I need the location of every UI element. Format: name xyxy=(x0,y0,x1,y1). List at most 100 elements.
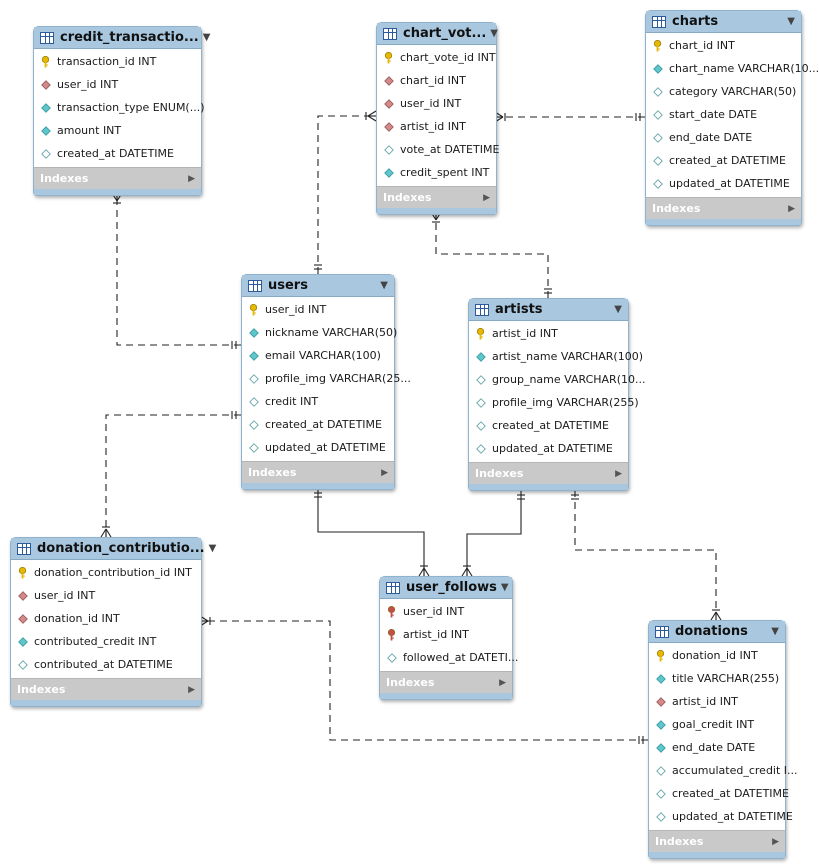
column-row[interactable]: end_date DATE xyxy=(646,126,801,149)
expand-arrow-icon[interactable]: ▶ xyxy=(381,467,388,478)
column-row[interactable]: artist_id INT xyxy=(649,690,785,713)
column-row[interactable]: created_at DATETIME xyxy=(649,782,789,805)
column-row[interactable]: user_id INT xyxy=(242,298,394,321)
expand-arrow-icon[interactable]: ▶ xyxy=(615,468,622,479)
foreign-key-icon xyxy=(17,590,28,601)
column-row[interactable]: created_at DATETIME xyxy=(242,413,394,436)
column-row[interactable]: chart_id INT xyxy=(646,34,801,57)
chevron-down-icon[interactable]: ▼ xyxy=(771,626,779,637)
column-row[interactable]: donation_id INT xyxy=(11,607,201,630)
column-row[interactable]: profile_img VARCHAR(25... xyxy=(242,367,411,390)
column-row[interactable]: email VARCHAR(100) xyxy=(242,344,394,367)
indexes-section[interactable]: Indexes▶ xyxy=(34,167,201,189)
column-row[interactable]: goal_credit INT xyxy=(649,713,785,736)
column-row[interactable]: followed_at DATETI... xyxy=(380,646,518,669)
table-donation-contributions[interactable]: donation_contributio...▼donation_contrib… xyxy=(10,537,216,707)
table-header[interactable]: chart_vot...▼ xyxy=(377,23,498,45)
column-row[interactable]: updated_at DATETIME xyxy=(242,436,394,459)
chevron-down-icon[interactable]: ▼ xyxy=(787,16,795,27)
indexes-section[interactable]: Indexes▶ xyxy=(377,186,496,208)
column-row[interactable]: category VARCHAR(50) xyxy=(646,80,801,103)
column-row[interactable]: user_id INT xyxy=(380,600,512,623)
expand-arrow-icon[interactable]: ▶ xyxy=(188,684,195,695)
expand-arrow-icon[interactable]: ▶ xyxy=(772,836,779,847)
column-row[interactable]: accumulated_credit I... xyxy=(649,759,798,782)
column-label: user_id INT xyxy=(403,605,465,618)
expand-arrow-icon[interactable]: ▶ xyxy=(188,173,195,184)
column-label: contributed_credit INT xyxy=(34,635,157,648)
column-row[interactable]: end_date DATE xyxy=(649,736,785,759)
column-row[interactable]: artist_id INT xyxy=(380,623,512,646)
not-null-column-icon xyxy=(652,63,663,74)
table-title: users xyxy=(268,278,308,293)
column-row[interactable]: created_at DATETIME xyxy=(469,414,628,437)
column-row[interactable]: nickname VARCHAR(50) xyxy=(242,321,397,344)
column-row[interactable]: contributed_at DATETIME xyxy=(11,653,201,676)
column-row[interactable]: user_id INT xyxy=(11,584,201,607)
expand-arrow-icon[interactable]: ▶ xyxy=(788,203,795,214)
table-header[interactable]: donation_contributio...▼ xyxy=(11,538,216,560)
column-row[interactable]: chart_vote_id INT xyxy=(377,46,496,69)
column-label: artist_id INT xyxy=(672,695,738,708)
column-row[interactable]: artist_id INT xyxy=(469,322,628,345)
column-row[interactable]: updated_at DATETIME xyxy=(469,437,628,460)
indexes-section[interactable]: Indexes ▶ xyxy=(649,830,785,852)
column-label: created_at DATETIME xyxy=(57,147,174,160)
primary-foreign-key-icon xyxy=(386,605,397,617)
indexes-section[interactable]: Indexes▶ xyxy=(242,461,394,483)
column-row[interactable]: credit INT xyxy=(242,390,394,413)
table-header[interactable]: charts▼ xyxy=(646,11,801,33)
chevron-down-icon[interactable]: ▼ xyxy=(208,543,217,554)
column-row[interactable]: amount INT xyxy=(34,119,201,142)
chevron-down-icon[interactable]: ▼ xyxy=(380,280,388,291)
column-row[interactable]: updated_at DATETIME xyxy=(649,805,793,828)
column-row[interactable]: transaction_id INT xyxy=(34,50,201,73)
indexes-label: Indexes xyxy=(655,835,704,848)
expand-arrow-icon[interactable]: ▶ xyxy=(499,677,506,688)
column-row[interactable]: start_date DATE xyxy=(646,103,801,126)
indexes-section[interactable]: Indexes▶ xyxy=(469,462,628,484)
indexes-section[interactable]: Indexes▶ xyxy=(11,678,201,700)
column-row[interactable]: artist_name VARCHAR(100) xyxy=(469,345,643,368)
table-header[interactable]: users ▼ xyxy=(242,275,394,297)
column-label: updated_at DATETIME xyxy=(669,177,790,190)
relationship-line-users-credit-transactions xyxy=(116,193,241,346)
column-row[interactable]: vote_at DATETIME xyxy=(377,138,499,161)
column-row[interactable]: chart_id INT xyxy=(377,69,496,92)
chevron-down-icon[interactable]: ▼ xyxy=(500,582,509,593)
table-header[interactable]: user_follows▼ xyxy=(380,577,512,599)
not-null-column-icon xyxy=(655,719,666,730)
table-header[interactable]: credit_transactio...▼ xyxy=(34,27,210,49)
column-row[interactable]: user_id INT xyxy=(377,92,496,115)
expand-arrow-icon[interactable]: ▶ xyxy=(483,192,490,203)
chevron-down-icon[interactable]: ▼ xyxy=(490,28,498,39)
column-row[interactable]: profile_img VARCHAR(255) xyxy=(469,391,639,414)
column-row[interactable]: donation_id INT xyxy=(649,644,785,667)
column-row[interactable]: title VARCHAR(255) xyxy=(649,667,785,690)
column-row[interactable]: transaction_type ENUM(...) xyxy=(34,96,205,119)
column-row[interactable]: created_at DATETIME xyxy=(646,149,801,172)
column-row[interactable]: chart_name VARCHAR(10... xyxy=(646,57,819,80)
column-row[interactable]: created_at DATETIME xyxy=(34,142,201,165)
column-row[interactable]: contributed_credit INT xyxy=(11,630,201,653)
column-row[interactable]: user_id INT xyxy=(34,73,201,96)
chevron-down-icon[interactable]: ▼ xyxy=(202,32,211,43)
column-row[interactable]: donation_contribution_id INT xyxy=(11,561,201,584)
table-header[interactable]: artists▼ xyxy=(469,299,628,321)
indexes-section[interactable]: Indexes▶ xyxy=(380,671,512,693)
table-header[interactable]: donations▼ xyxy=(649,621,785,643)
column-row[interactable]: group_name VARCHAR(10... xyxy=(469,368,645,391)
column-row[interactable]: artist_id INT xyxy=(377,115,496,138)
column-row[interactable]: updated_at DATETIME xyxy=(646,172,801,195)
column-row[interactable]: credit_spent INT xyxy=(377,161,496,184)
indexes-section[interactable]: Indexes▶ xyxy=(646,197,801,219)
chevron-down-icon[interactable]: ▼ xyxy=(614,304,622,315)
